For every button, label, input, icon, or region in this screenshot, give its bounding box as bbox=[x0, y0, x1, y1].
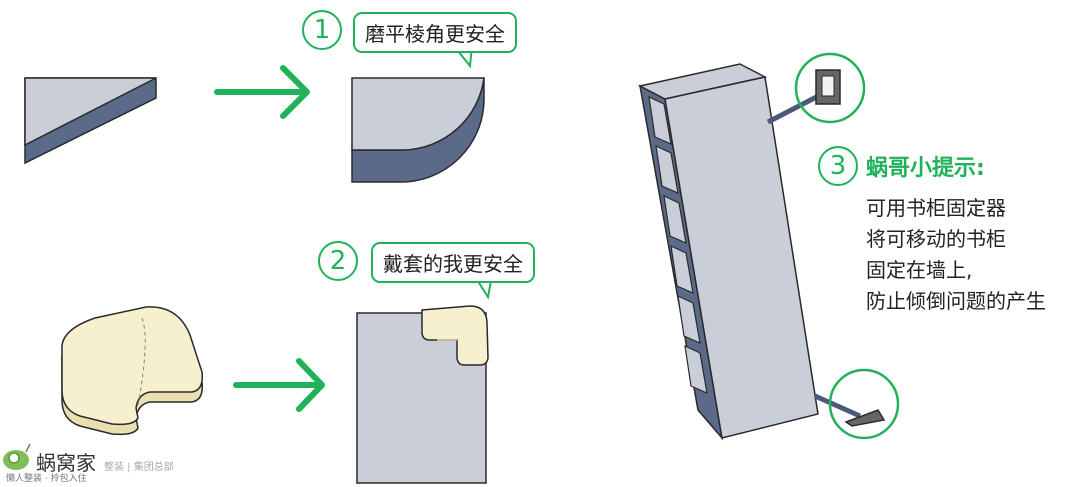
bookcase bbox=[637, 63, 819, 441]
tip-title: 蜗哥小提示: bbox=[866, 156, 985, 181]
arrow-icon bbox=[233, 358, 325, 412]
tip-line: 将可移动的书柜 bbox=[866, 227, 1006, 251]
wall-bracket-top bbox=[766, 52, 866, 125]
step-2-bubble: 戴套的我更安全 bbox=[371, 242, 535, 283]
brand-sub: 整装 | 集团总部 bbox=[104, 462, 174, 473]
snail-logo-icon bbox=[3, 443, 31, 470]
corner-protector bbox=[61, 306, 204, 436]
step-number-badge: 2 bbox=[318, 241, 358, 281]
arrow-icon bbox=[214, 65, 310, 119]
tip-line: 防止倾倒问题的产生 bbox=[866, 289, 1046, 313]
step-number-badge: 1 bbox=[302, 10, 342, 50]
panel-with-protector bbox=[356, 305, 489, 484]
brand-name: 蜗窝家 bbox=[36, 451, 96, 475]
brand-slogan: 懒人整装 · 拎包入住 bbox=[6, 474, 87, 484]
step-1-bubble: 磨平棱角更安全 bbox=[353, 12, 517, 53]
floor-bracket-bottom bbox=[813, 368, 900, 440]
sharp-corner-panel bbox=[24, 77, 157, 165]
rounded-corner-panel bbox=[351, 77, 485, 183]
step-number-badge: 3 bbox=[818, 146, 858, 186]
tip-line: 可用书柜固定器 bbox=[866, 196, 1006, 220]
tip-text: 可用书柜固定器 将可移动的书柜 固定在墙上, 防止倾倒问题的产生 bbox=[866, 193, 1046, 317]
tip-line: 固定在墙上, bbox=[866, 258, 973, 282]
